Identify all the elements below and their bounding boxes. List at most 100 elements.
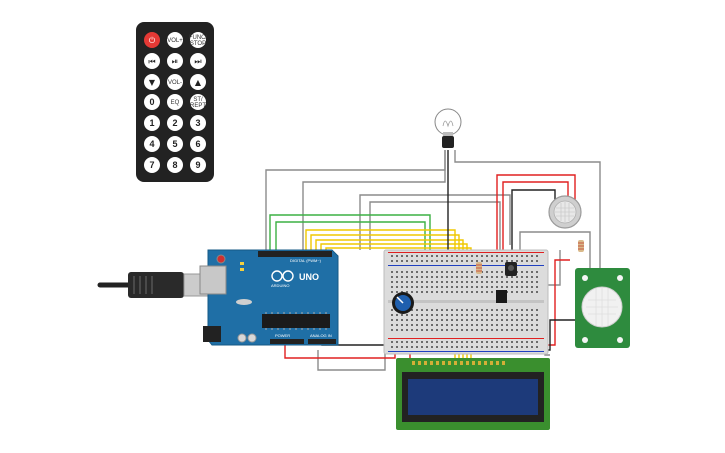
prev-icon: ⏮: [148, 57, 155, 66]
remote-button-shape: [144, 94, 160, 110]
remote-button-label: 3: [195, 118, 200, 128]
wire-black-1[interactable]: [511, 189, 556, 260]
reset-button[interactable]: [216, 254, 226, 264]
up-icon: ▲: [195, 78, 202, 87]
remote-button-nine[interactable]: 9: [190, 157, 206, 173]
remote-button-label: 2: [172, 118, 177, 128]
remote-button-label: 0: [149, 97, 154, 107]
next-icon: ⏭: [194, 57, 201, 66]
remote-button-shape: [190, 32, 206, 48]
remote-button-eq[interactable]: EQ: [167, 94, 183, 110]
remote-button-shape: [144, 136, 160, 152]
remote-button-next[interactable]: ⏭: [190, 53, 206, 69]
arduino-pcb: [207, 249, 339, 346]
remote-button-shape: [167, 115, 183, 131]
analog-header: [308, 339, 336, 344]
bulb-filament: [442, 120, 454, 128]
remote-button-six[interactable]: 6: [190, 136, 206, 152]
transistor[interactable]: [496, 290, 507, 303]
remote-button-shape: [167, 32, 183, 48]
capacitor-1: [237, 333, 247, 343]
remote-button-shape: [190, 74, 206, 90]
remote-button-up[interactable]: ▲: [190, 74, 206, 90]
crystal: [236, 299, 252, 305]
arduino-uno[interactable]: UNO ARDUINO DIGITAL (PWM~) POWER ANALOG …: [199, 249, 339, 346]
remote-button-power[interactable]: ⏻: [144, 32, 160, 48]
remote-button-label: 5: [172, 139, 177, 149]
remote-button-seven[interactable]: 7: [144, 157, 160, 173]
resistor-2[interactable]: [578, 240, 584, 252]
bulb-neck: [443, 132, 453, 136]
remote-button-shape: [167, 94, 183, 110]
power-jack: [203, 326, 221, 342]
remote-button-two[interactable]: 2: [167, 115, 183, 131]
remote-button-three[interactable]: 3: [190, 115, 206, 131]
remote-button-shape: [167, 157, 183, 173]
rail-bottom-red: [388, 338, 544, 339]
remote-button-vol-up[interactable]: VOL+: [167, 32, 183, 48]
wire-green-1[interactable]: [269, 214, 431, 275]
remote-button-zero[interactable]: 0: [144, 94, 160, 110]
remote-button-shape: [190, 94, 206, 110]
ir-remote[interactable]: ⏻ VOL+ FUNC/STOP ⏮ ⏯ ⏭ ▼ VOL- ▲ 0 EQ ST/REPT 1 2 3 4 5 6 7…: [136, 22, 214, 182]
arduino-logo-icon-2: [282, 270, 294, 282]
rail-top-red: [388, 252, 544, 253]
capacitor-2: [247, 333, 257, 343]
power-icon: ⏻: [149, 36, 156, 45]
analog-header-label: ANALOG IN: [310, 333, 332, 338]
center-channel: [388, 300, 544, 303]
remote-button-shape: [167, 74, 183, 90]
pir-pot-2: [617, 275, 623, 281]
led-l: [240, 262, 244, 265]
resistor-2-bands: [578, 242, 584, 250]
remote-button-shape: [167, 53, 183, 69]
light-bulb[interactable]: [434, 108, 462, 148]
chip-pins: [265, 312, 327, 330]
remote-button-shape: [144, 115, 160, 131]
wire-red-2[interactable]: [502, 181, 569, 250]
potentiometer[interactable]: [392, 292, 414, 314]
pir-dome-facets: [586, 287, 618, 327]
usb-port: [199, 265, 227, 295]
remote-button-label: ST/REPT: [190, 97, 206, 109]
remote-button-label: 9: [195, 160, 200, 170]
remote-button-label: VOL+: [167, 38, 183, 44]
arduino-logo-text: ARDUINO: [271, 283, 289, 288]
resistor-1-bands: [476, 264, 482, 272]
digital-header-label: DIGITAL (PWM~): [290, 258, 322, 263]
remote-button-play-pause[interactable]: ⏯: [167, 53, 183, 69]
remote-button-four[interactable]: 4: [144, 136, 160, 152]
gas-sensor[interactable]: [548, 195, 582, 229]
remote-button-vol-down[interactable]: VOL-: [167, 74, 183, 90]
remote-button-eight[interactable]: 8: [167, 157, 183, 173]
remote-button-five[interactable]: 5: [167, 136, 183, 152]
remote-button-st-rept[interactable]: ST/REPT: [190, 94, 206, 110]
resistor-1[interactable]: [476, 262, 482, 274]
pir-pot-1: [582, 275, 588, 281]
remote-button-shape: [190, 115, 206, 131]
pir-pin-1: [582, 337, 588, 343]
remote-button-one[interactable]: 1: [144, 115, 160, 131]
pir-sensor[interactable]: [575, 268, 630, 348]
atmega-chip: [262, 314, 330, 328]
rail-top-blue: [388, 265, 544, 266]
lcd-screen: [408, 379, 538, 415]
digital-header: [258, 251, 332, 257]
remote-button-down[interactable]: ▼: [144, 74, 160, 90]
wire-red-1[interactable]: [496, 174, 576, 250]
ir-receiver[interactable]: [505, 262, 517, 276]
lcd-display[interactable]: [396, 358, 550, 430]
usb-cable[interactable]: [97, 272, 209, 298]
rail-bottom-blue: [388, 351, 544, 352]
remote-button-shape: [190, 136, 206, 152]
ir-receiver-lens: [508, 265, 514, 271]
wire-gray-2[interactable]: [302, 150, 446, 250]
pot-indicator: [396, 296, 404, 304]
remote-button-label: 8: [172, 160, 177, 170]
remote-button-prev[interactable]: ⏮: [144, 53, 160, 69]
remote-button-func-stop[interactable]: FUNC/STOP: [189, 32, 208, 48]
wire-gray-5[interactable]: [369, 201, 501, 255]
wire-gray-7[interactable]: [519, 231, 591, 300]
remote-button-shape: [190, 53, 206, 69]
